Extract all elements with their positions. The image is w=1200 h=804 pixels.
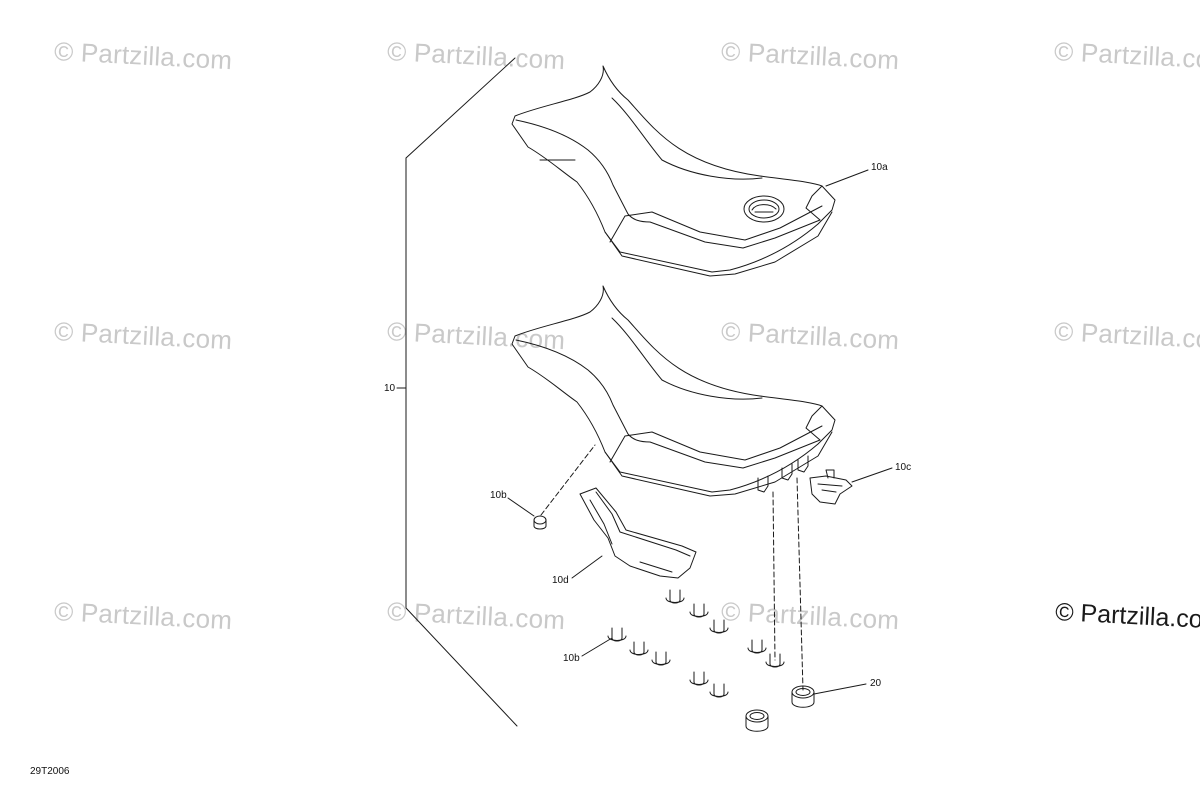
callout-10c: 10c: [895, 462, 912, 473]
latch-drawing: [809, 469, 853, 505]
callout-10b: 10b: [563, 653, 580, 664]
diagram-id: 29T2006: [30, 766, 70, 777]
foam-insert-drawing: [579, 487, 697, 579]
grommet-drawing: [533, 515, 547, 530]
callout-10a: 10a: [871, 162, 888, 173]
seat-drawing: [511, 285, 836, 497]
callout-10b: 10b: [490, 490, 507, 501]
dashed-leaders: [540, 444, 804, 691]
seat-cover-drawing: [511, 65, 836, 277]
leader-lines: [396, 169, 893, 695]
callout-10d: 10d: [552, 575, 569, 586]
callout-10: 10: [384, 383, 396, 394]
grommet-group-drawing: [607, 589, 785, 698]
assembly-bracket: [405, 57, 518, 727]
bumper-drawing: [745, 685, 815, 732]
callout-20: 20: [870, 678, 882, 689]
